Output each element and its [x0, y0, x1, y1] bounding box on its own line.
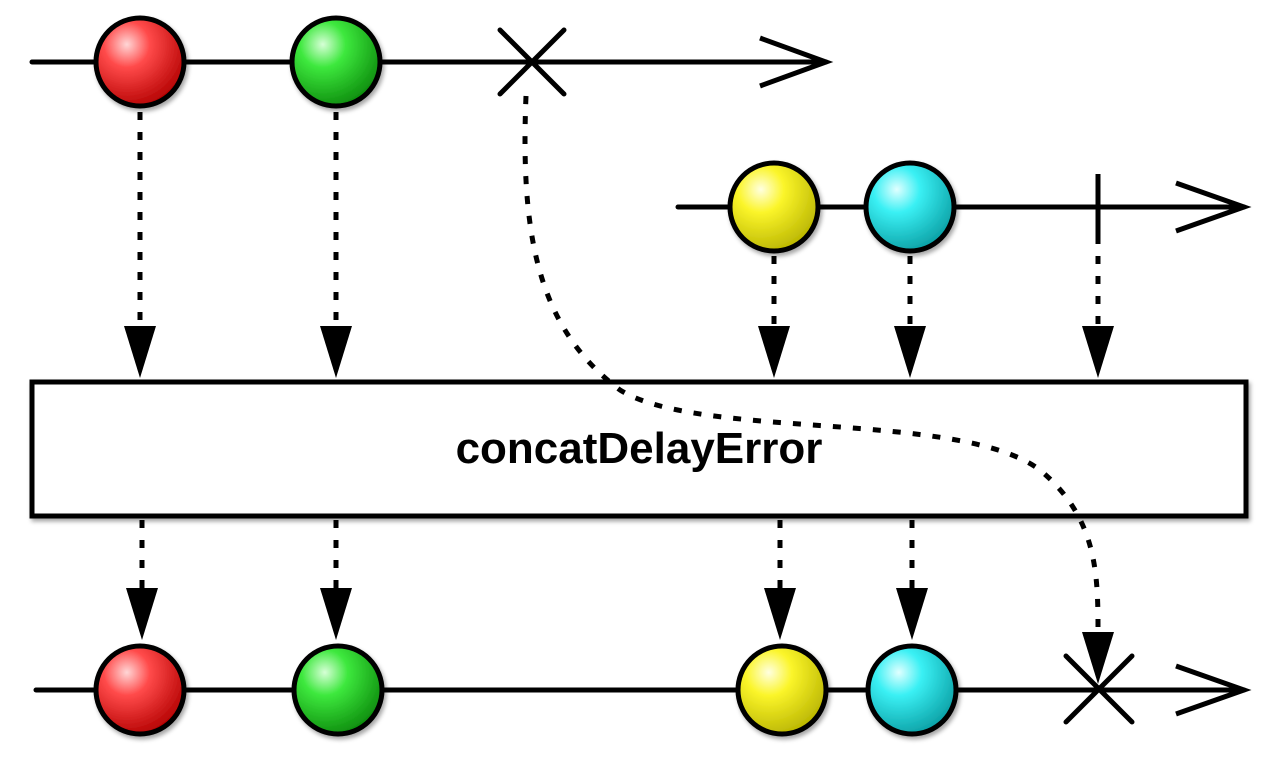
open-arrowhead-icon [759, 35, 834, 89]
source-1-error-x-mark-icon [497, 27, 567, 97]
arrowhead-green-in [320, 326, 352, 378]
arrowhead-green-out [320, 588, 352, 640]
arrowhead-red-in [124, 326, 156, 378]
source-2-cyan-marble [863, 160, 957, 254]
arrowhead-cyan-in [894, 326, 926, 378]
arrowhead-error-out [1082, 632, 1114, 684]
source-1-green-marble [289, 15, 383, 109]
source-2-yellow-marble [727, 160, 821, 254]
operator-box [29, 379, 1249, 519]
delayed-error-curve [522, 95, 1101, 641]
open-arrowhead-icon [1175, 180, 1252, 234]
output-red-marble [93, 643, 187, 737]
arrowhead-cyan-out [896, 588, 928, 640]
output-green-marble [291, 643, 385, 737]
output-yellow-marble [735, 643, 829, 737]
arrowhead-complete-in [1082, 326, 1114, 378]
open-arrowhead-icon [1175, 663, 1252, 717]
output-timeline [33, 663, 1252, 717]
source-1-red-marble [93, 15, 187, 109]
output-cyan-marble [865, 643, 959, 737]
arrowhead-red-out [126, 588, 158, 640]
arrowhead-yellow-out [764, 588, 796, 640]
arrowhead-yellow-in [758, 326, 790, 378]
output-error-x-mark-icon [1063, 653, 1135, 725]
